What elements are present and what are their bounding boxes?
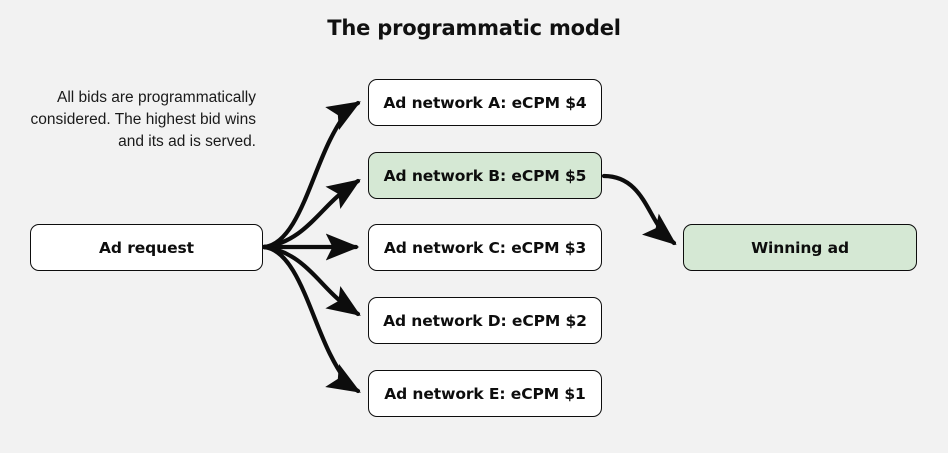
node-winning-ad-label: Winning ad bbox=[751, 238, 849, 257]
node-ad-network-d[interactable]: Ad network D: eCPM $2 bbox=[368, 297, 602, 344]
node-ad-request-label: Ad request bbox=[99, 238, 194, 257]
node-ad-network-e-label: Ad network E: eCPM $1 bbox=[384, 384, 586, 403]
edge-ad-request-to-network-b bbox=[261, 178, 361, 250]
edge-ad-request-to-network-d bbox=[261, 244, 361, 317]
node-ad-network-a-label: Ad network A: eCPM $4 bbox=[383, 93, 587, 112]
node-ad-network-b[interactable]: Ad network B: eCPM $5 bbox=[368, 152, 602, 199]
page-title: The programmatic model bbox=[327, 16, 621, 40]
node-ad-network-d-label: Ad network D: eCPM $2 bbox=[383, 311, 587, 330]
node-winning-ad[interactable]: Winning ad bbox=[683, 224, 917, 271]
edge-network-b-to-winning-ad bbox=[601, 173, 677, 246]
node-ad-network-a[interactable]: Ad network A: eCPM $4 bbox=[368, 79, 602, 126]
explanatory-caption: All bids are programmatically considered… bbox=[30, 89, 256, 150]
node-ad-network-c[interactable]: Ad network C: eCPM $3 bbox=[368, 224, 602, 271]
node-ad-network-b-label: Ad network B: eCPM $5 bbox=[383, 166, 587, 185]
node-ad-request[interactable]: Ad request bbox=[30, 224, 263, 271]
node-ad-network-c-label: Ad network C: eCPM $3 bbox=[383, 238, 587, 257]
edge-ad-request-to-network-a bbox=[261, 100, 361, 250]
edge-ad-request-to-network-e bbox=[261, 244, 361, 394]
node-ad-network-e[interactable]: Ad network E: eCPM $1 bbox=[368, 370, 602, 417]
